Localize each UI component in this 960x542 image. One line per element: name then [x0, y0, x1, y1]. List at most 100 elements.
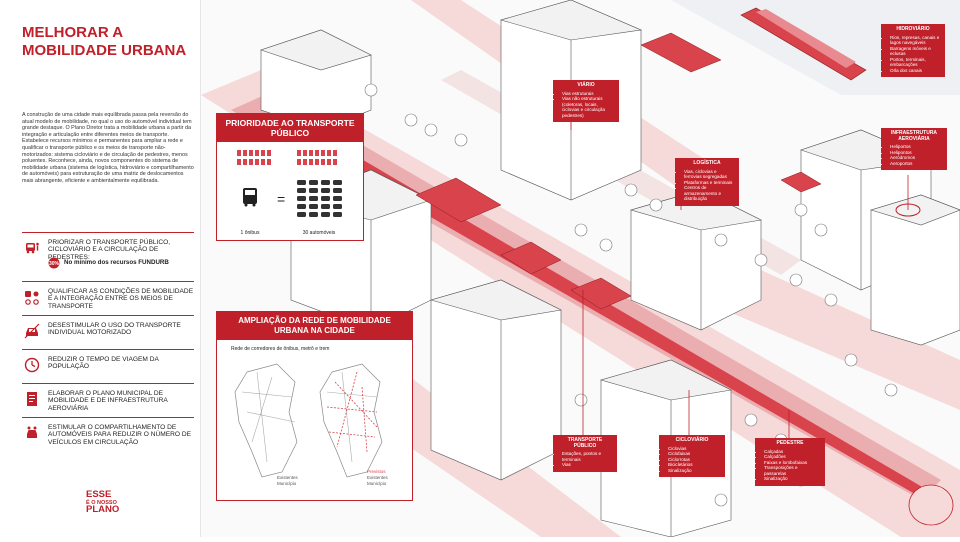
goal-text: Elaborar o plano municipal de mobilidade… [48, 390, 168, 412]
municipality-outline-planned [319, 363, 383, 478]
logo-line-2: É O NOSSO [86, 499, 117, 506]
callout-item: Portos, terminais, embarcações [890, 57, 941, 68]
callout-item: Helipontos [890, 150, 943, 156]
bus [570, 277, 632, 310]
callout-item: Barragens móveis e eclusas [890, 46, 941, 57]
right-street [701, 270, 960, 410]
callout-item: Rios, represas, canais e lagos navegávei… [890, 35, 941, 46]
callout-item: Transposições e passarelas [764, 465, 821, 476]
bus-bike-pedestrian-icon [26, 242, 39, 254]
callout-list: Estações, pontos e terminaisVias [557, 451, 613, 468]
goals-list: Priorizar o transporte público, cicloviá… [22, 232, 194, 451]
callout-transporte-publico: Transporte público Estações, pontos e te… [553, 435, 617, 472]
existing-network-lines-right [326, 371, 378, 463]
legend-right-existing: Existentes [367, 475, 389, 480]
callout-list: Rios, represas, canais e lagos navegávei… [885, 35, 941, 74]
callout-list: HeliportosHelipontosAeródromosAeroportos [885, 144, 943, 166]
callout-item: Ciclovias [668, 446, 721, 452]
logo-line-3: PLANO [86, 503, 120, 515]
city-illustration: Prioridade ao transporte público [201, 0, 960, 538]
callout-item: Ciclorrotas [668, 457, 721, 463]
percent-badge-text: 30% [49, 261, 60, 267]
document-icon [27, 392, 37, 406]
callout-item: Plataformas e terminais [684, 180, 735, 186]
callout-item: Calçadas [764, 449, 821, 455]
bus-label: 1 ônibus [241, 230, 260, 236]
callout-list: Vias estruturaisVias não estruturais (co… [557, 91, 615, 119]
callout-aeroviaria: Infraestrutura aeroviária HeliportosHeli… [881, 128, 947, 170]
goal-text: Desestimular o uso do transporte individ… [48, 322, 181, 337]
callout-item: Ciclofaixas [668, 451, 721, 457]
goal-item: Desestimular o uso do transporte individ… [22, 315, 194, 349]
callout-item: Sinalização [668, 468, 721, 474]
bus-vs-cars-graphic: = 1 ônibus 30 automóveis [237, 150, 342, 236]
callout-item: Vias não estruturais (coletoras, locais,… [562, 96, 615, 118]
callout-list: CalçadasCalçadõesFaixas e lombofaixasTra… [759, 449, 821, 482]
callout-title: Logística [693, 160, 721, 166]
building [429, 279, 562, 481]
callout-item: Vias, ciclovias e ferrovias segregadas [684, 169, 735, 180]
car-sharing-icon [27, 426, 37, 438]
network-panel-subtitle: Rede de corredores de ônibus, metrô e tr… [231, 346, 330, 352]
legend-left-municipality: Município [277, 481, 297, 486]
fundurb-text: No mínimo dos recursos FUNDURB [64, 259, 169, 266]
logo: ESSE É O NOSSO PLANO [86, 490, 126, 515]
callout-item: Vias [562, 462, 613, 468]
callout-logistica: Logística Vias, ciclovias e ferrovias se… [675, 158, 739, 206]
callout-pedestre: Pedestre CalçadasCalçadõesFaixas e lombo… [755, 438, 825, 486]
percent-icon: 30% [48, 257, 60, 269]
goal-text: Estimular o compartilhamento de automóve… [48, 424, 192, 446]
callout-list: CicloviasCiclofaixasCiclorrotasBicicletá… [663, 446, 721, 474]
municipality-outline-existing [234, 363, 298, 478]
cars-label: 30 automóveis [303, 230, 336, 236]
legend-left-existing: Existentes [277, 475, 299, 480]
priority-panel-title: Prioridade ao transporte público [217, 114, 363, 142]
goal-item: Qualificar as condições de mobilidade e … [22, 281, 194, 315]
callout-item: Bicicletários [668, 462, 721, 468]
callout-item: Calçadões [764, 454, 821, 460]
callout-title: Hidroviário [896, 26, 930, 32]
bus [415, 177, 502, 223]
sidebar: Melhorar a mobilidade urbana A construçã… [0, 0, 201, 537]
cars-grid-icon [297, 180, 342, 217]
callout-title: Infraestrutura aeroviária [890, 130, 938, 142]
goal-text: Reduzir o tempo de viagem da população [48, 356, 159, 371]
callout-hidroviario: Hidroviário Rios, represas, canais e lag… [881, 24, 945, 77]
passengers-icon [237, 150, 337, 165]
callout-item: Estações, pontos e terminais [562, 451, 613, 462]
callout-item: Aeródromos [890, 155, 943, 161]
page-title: Melhorar a mobilidade urbana [22, 24, 187, 59]
city-network-maps: Existentes Município Previstos Existente… [234, 363, 389, 486]
network-panel: Ampliação da rede de mobilidade urbana n… [216, 311, 413, 501]
callout-item: Orla dos canais [890, 68, 941, 74]
goal-text: Priorizar o transporte público, cicloviá… [48, 239, 171, 261]
callout-item: Centros de armazenamento e distribuição [684, 185, 735, 202]
building [869, 194, 960, 346]
callout-cicloviario: Cicloviário CicloviasCiclofaixasCiclorro… [659, 435, 725, 477]
tunnel [908, 484, 954, 526]
callout-title: Viário [577, 82, 595, 88]
callout-list: Vias, ciclovias e ferrovias segregadasPl… [679, 169, 735, 202]
light-rail-train [640, 32, 722, 73]
network-panel-title: Ampliação da rede de mobilidade urbana n… [217, 312, 412, 340]
car-icon [24, 323, 40, 339]
legend-right-planned: Previstos [367, 469, 386, 474]
logistics-truck [780, 171, 822, 193]
callout-title: Pedestre [776, 440, 804, 446]
goal-item: Estimular o compartilhamento de automóve… [22, 417, 194, 451]
bus-icon [243, 188, 257, 207]
existing-network-lines [241, 371, 296, 463]
clock-icon [24, 357, 40, 373]
callout-title: Transporte público [567, 437, 603, 449]
callout-item: Vias estruturais [562, 91, 615, 97]
callout-title: Cicloviário [675, 437, 709, 443]
callout-item: Sinalização [764, 476, 821, 482]
callout-item: Faixas e lombofaixas [764, 460, 821, 466]
equals-sign: = [277, 191, 285, 207]
priority-panel: Prioridade ao transporte público [216, 113, 364, 241]
callout-item: Heliportos [890, 144, 943, 150]
goal-item: Elaborar o plano municipal de mobilidade… [22, 383, 194, 417]
callout-item: Aeroportos [890, 161, 943, 167]
bus [500, 241, 562, 275]
planned-network-lines [326, 371, 378, 453]
